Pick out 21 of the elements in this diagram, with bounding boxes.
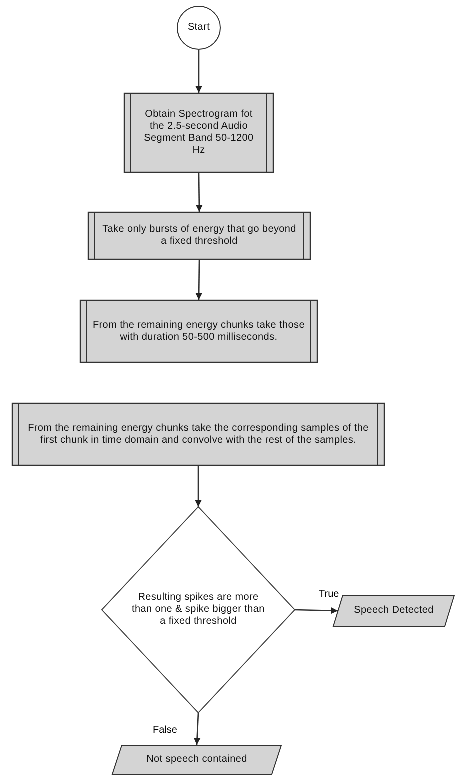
node-text: Obtain Spectrogram fot the 2.5-second Audio Segment Band 50-1200 Hz <box>143 109 255 157</box>
decision-diamond <box>102 507 295 713</box>
process-box <box>12 403 385 466</box>
arrow <box>196 260 203 300</box>
node-text: Resulting spikes are more than one & spike bigger than a fixed threshold <box>132 592 265 628</box>
process-box <box>80 300 318 363</box>
arrow <box>196 50 202 93</box>
node-text: Take only bursts of energy that go beyond a fixed threshold <box>102 224 298 248</box>
arrow <box>294 607 338 614</box>
node-text: From the remaining energy chunks take the corresponding samples of the first chunk in time domain and convolve with the rest of the samples. <box>27 422 370 446</box>
start-circle <box>177 6 221 50</box>
process-box <box>88 212 311 260</box>
node-text: From the remaining energy chunks take those with duration 50-500 milliseconds. <box>92 320 306 344</box>
arrow <box>196 173 203 212</box>
node-text: Start <box>188 22 210 34</box>
node-text: Not speech contained <box>146 754 248 766</box>
node-text: Speech Detected <box>354 605 434 617</box>
arrow <box>195 466 202 507</box>
process-box <box>124 93 274 173</box>
arrow <box>194 712 201 746</box>
output-parallelogram <box>112 745 282 775</box>
